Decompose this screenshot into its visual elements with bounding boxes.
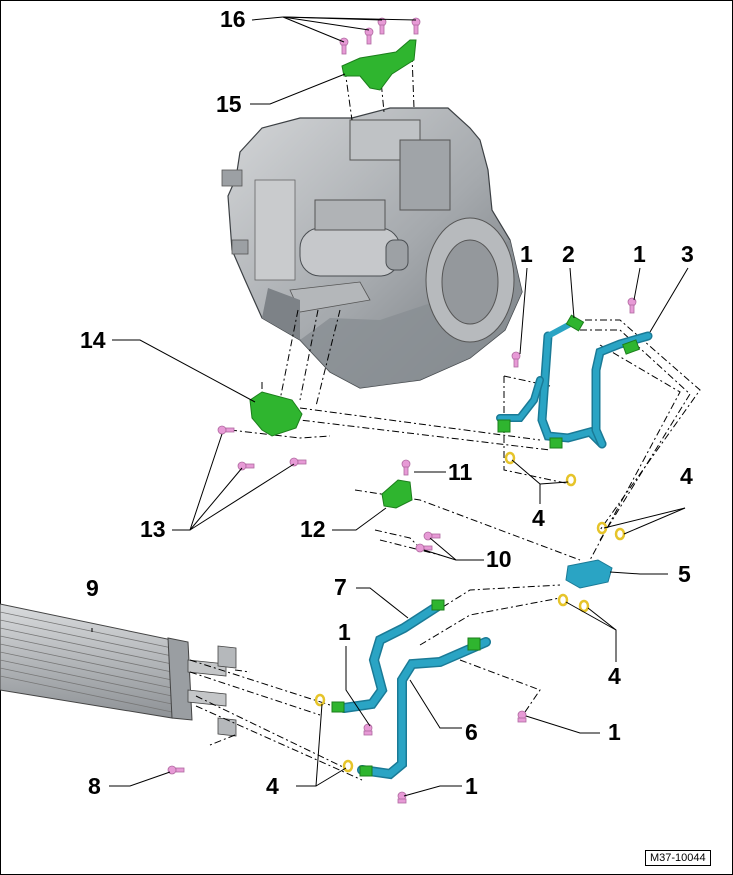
callout-1-upper-right: 1 [633,241,646,267]
callout-6: 6 [465,719,478,745]
bracket-12 [381,479,413,509]
hose-3 [591,331,653,449]
callout-4-right-top: 4 [680,463,693,489]
callout-11: 11 [448,459,473,485]
leader-lines [91,16,689,797]
bolts [167,17,637,804]
callout-15: 15 [216,91,242,117]
hose-clips [331,314,640,777]
callout-1-bottom: 1 [465,773,478,799]
hose-6 [357,637,491,780]
callout-16: 16 [220,6,246,32]
bracket-14 [249,391,303,437]
callout-4-bottom-left: 4 [266,773,279,799]
connector-5 [565,559,613,589]
callout-4-right-bottom: 4 [608,663,621,689]
callout-1-right: 1 [608,719,621,745]
callout-12: 12 [300,516,326,542]
callout-7: 7 [334,574,347,600]
callout-3: 3 [681,241,694,267]
callout-2: 2 [562,241,575,267]
callout-9: 9 [86,575,99,601]
figure-reference-code: M37-10044 [645,850,711,866]
bracket-15 [341,39,417,91]
hose-7 [339,601,443,713]
callout-4-top: 4 [532,505,545,531]
callout-13: 13 [140,516,166,542]
callout-1-upper-left: 1 [520,241,533,267]
transmission-housing [221,107,523,389]
callout-5: 5 [678,561,691,587]
transmission-cooler [0,603,237,737]
callout-14: 14 [80,327,106,353]
callout-8: 8 [88,773,101,799]
hose-2-lower [496,376,544,422]
callout-10: 10 [486,546,512,572]
callout-1-left: 1 [338,619,351,645]
